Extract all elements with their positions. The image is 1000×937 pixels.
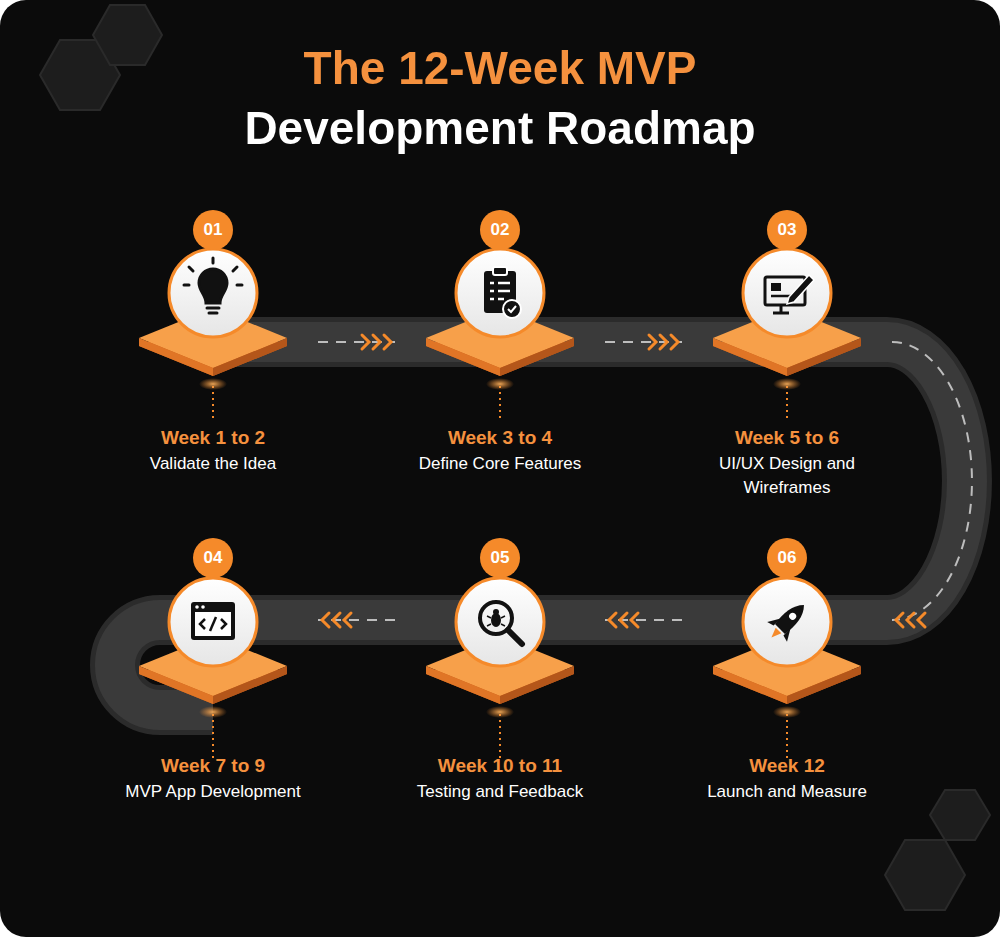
week-label: Week 7 to 9 bbox=[161, 754, 265, 778]
step-number: 01 bbox=[193, 210, 233, 250]
road-connector bbox=[892, 342, 972, 627]
roadmap-step: 03Week 5 to 6UI/UX Design and Wireframes bbox=[682, 210, 892, 500]
clipboard-icon bbox=[484, 267, 521, 318]
step-number: 04 bbox=[193, 538, 233, 578]
week-label: Week 12 bbox=[749, 754, 825, 778]
step-description: Validate the Idea bbox=[150, 452, 276, 476]
step-description: MVP App Development bbox=[125, 780, 300, 804]
design-icon bbox=[765, 275, 814, 313]
step-number: 05 bbox=[480, 538, 520, 578]
step-description: UI/UX Design and Wireframes bbox=[695, 452, 880, 500]
step-description: Launch and Measure bbox=[707, 780, 867, 804]
roadmap-step: 06Week 12Launch and Measure bbox=[682, 538, 892, 804]
road-connector bbox=[605, 613, 682, 627]
bulb-icon bbox=[184, 258, 242, 313]
week-label: Week 3 to 4 bbox=[448, 426, 552, 450]
week-label: Week 10 to 11 bbox=[438, 754, 562, 778]
bug-search-icon bbox=[480, 602, 522, 644]
step-number: 03 bbox=[767, 210, 807, 250]
leader-lines bbox=[213, 386, 787, 760]
week-label: Week 1 to 2 bbox=[161, 426, 265, 450]
code-icon bbox=[191, 602, 235, 640]
platforms bbox=[139, 308, 861, 718]
step-number: 02 bbox=[480, 210, 520, 250]
diagram-title: The 12-Week MVP Development Roadmap bbox=[240, 38, 760, 158]
road-connector bbox=[318, 335, 395, 349]
rocket-icon bbox=[762, 595, 814, 647]
road-connector bbox=[318, 613, 395, 627]
road-connector bbox=[605, 335, 682, 349]
week-label: Week 5 to 6 bbox=[735, 426, 839, 450]
step-description: Define Core Features bbox=[419, 452, 582, 476]
hexagon-decor bbox=[40, 5, 990, 910]
roadmap-step: 01Week 1 to 2Validate the Idea bbox=[108, 210, 318, 476]
step-description: Testing and Feedback bbox=[417, 780, 583, 804]
step-number: 06 bbox=[767, 538, 807, 578]
roadmap-step: 04Week 7 to 9MVP App Development bbox=[108, 538, 318, 804]
roadmap-step: 02Week 3 to 4Define Core Features bbox=[395, 210, 605, 476]
roadmap-step: 05Week 10 to 11Testing and Feedback bbox=[395, 538, 605, 804]
